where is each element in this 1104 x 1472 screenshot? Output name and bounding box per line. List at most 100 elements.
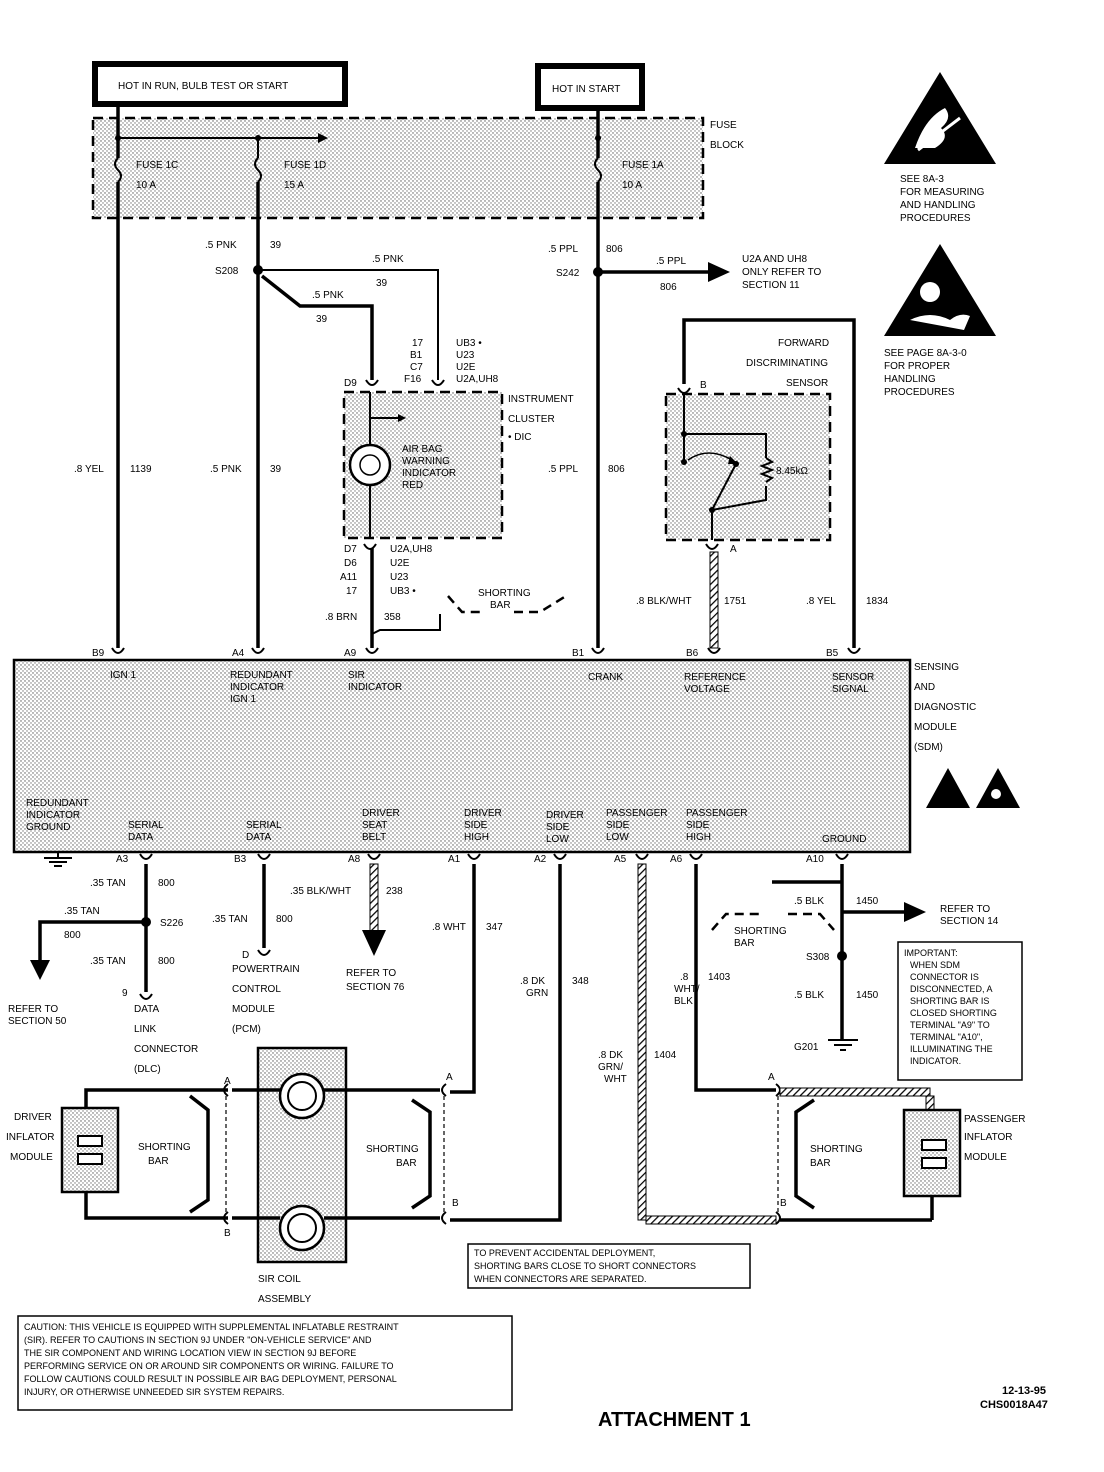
svg-text:358: 358 [384,612,401,623]
airbag-indicator-lamp-icon [348,443,392,487]
svg-text:GRN/: GRN/ [598,1062,623,1073]
svg-text:.5 PNK: .5 PNK [205,240,237,251]
svg-text:.5 PPL: .5 PPL [548,464,578,475]
svg-text:D9: D9 [344,378,357,389]
svg-text:PASSENGER: PASSENGER [964,1114,1026,1125]
instrument-cluster: AIR BAG WARNING INDICATOR RED [342,379,504,540]
svg-text:BLK: BLK [674,996,693,1007]
diagram-date: 12-13-95 [1002,1385,1046,1397]
svg-text:DATA: DATA [134,1004,160,1015]
svg-text:ONLY REFER TO: ONLY REFER TO [742,267,822,278]
svg-text:INSTRUMENT: INSTRUMENT [508,394,574,405]
svg-text:FORWARD: FORWARD [778,338,829,349]
svg-text:TERMINAL "A10",: TERMINAL "A10", [910,1032,983,1042]
airbag-warning-icon [884,244,996,336]
svg-text:HIGH: HIGH [686,832,711,843]
svg-text:8.45kΩ: 8.45kΩ [776,466,808,477]
svg-text:GROUND: GROUND [822,834,866,845]
svg-text:17: 17 [346,586,358,597]
sdm-bottom-connectors [139,853,849,860]
svg-text:INDICATOR: INDICATOR [402,468,456,479]
svg-text:SIDE: SIDE [686,820,710,831]
svg-text:U23: U23 [390,572,409,583]
svg-text:A5: A5 [614,854,627,865]
svg-text:PASSENGER: PASSENGER [686,808,748,819]
svg-text:LOW: LOW [606,832,629,843]
svg-text:GROUND: GROUND [26,822,70,833]
svg-text:CONTROL: CONTROL [232,984,281,995]
svg-text:TERMINAL "A9" TO: TERMINAL "A9" TO [910,1020,990,1030]
svg-text:SENSOR: SENSOR [786,378,828,389]
svg-text:C7: C7 [410,362,423,373]
svg-text:WHEN CONNECTORS ARE SEPARATED.: WHEN CONNECTORS ARE SEPARATED. [474,1274,647,1284]
svg-text:A: A [768,1072,775,1083]
svg-text:DISCONNECTED, A: DISCONNECTED, A [910,984,993,994]
svg-text:.35 BLK/WHT: .35 BLK/WHT [290,886,351,897]
svg-text:.35 TAN: .35 TAN [90,956,126,967]
svg-text:A: A [446,1072,453,1083]
esd-warning-small-icon [926,768,1020,808]
svg-text:A2: A2 [534,854,547,865]
fuse-1d-amp: 15 A [284,180,304,191]
svg-text:S208: S208 [215,266,239,277]
svg-text:THE SIR COMPONENT AND WIRING L: THE SIR COMPONENT AND WIRING LOCATION VI… [24,1348,356,1358]
svg-text:DRIVER: DRIVER [546,810,584,821]
svg-text:B3: B3 [234,854,247,865]
svg-text:REFER TO: REFER TO [346,968,396,979]
svg-text:MODULE: MODULE [232,1004,275,1015]
svg-text:348: 348 [572,976,589,987]
svg-text:REFERENCE: REFERENCE [684,672,746,683]
wire-238 [369,863,379,933]
svg-text:REDUNDANT: REDUNDANT [230,670,293,681]
ground-icon-g201 [828,1039,858,1051]
svg-text:SENSOR: SENSOR [832,672,874,683]
svg-text:.5 PPL: .5 PPL [548,244,578,255]
svg-text:238: 238 [386,886,403,897]
svg-text:SECTION 50: SECTION 50 [8,1016,67,1027]
svg-text:LINK: LINK [134,1024,157,1035]
svg-text:PASSENGER: PASSENGER [606,808,668,819]
svg-text:39: 39 [270,240,282,251]
svg-text:IGN 1: IGN 1 [230,694,257,705]
svg-text:(PCM): (PCM) [232,1024,261,1035]
svg-text:.8: .8 [680,972,689,983]
svg-text:.8 BRN: .8 BRN [325,612,357,623]
svg-text:A8: A8 [348,854,361,865]
svg-text:G201: G201 [794,1042,819,1053]
svg-text:S308: S308 [806,952,830,963]
fuse-block-label-1: FUSE [710,120,737,131]
svg-text:B6: B6 [686,648,699,659]
svg-text:FOR PROPER: FOR PROPER [884,361,950,372]
svg-text:BAR: BAR [490,600,511,611]
svg-text:A6: A6 [670,854,683,865]
fuse-1a-amp: 10 A [622,180,642,191]
svg-text:INDICATOR: INDICATOR [348,682,402,693]
svg-text:MODULE: MODULE [914,722,957,733]
svg-text:800: 800 [158,956,175,967]
svg-text:B1: B1 [410,350,423,361]
svg-text:D: D [242,950,249,961]
svg-text:BAR: BAR [396,1158,417,1169]
wire-1751 [709,551,719,649]
important-note: IMPORTANT: WHEN SDM CONNECTOR IS DISCONN… [897,941,1023,1081]
svg-text:.5 BLK: .5 BLK [794,990,824,1001]
svg-text:WHT: WHT [604,1074,627,1085]
svg-text:UB3 •: UB3 • [456,338,482,349]
svg-text:LOW: LOW [546,834,569,845]
ground-icon-sdm [44,852,72,867]
svg-text:S242: S242 [556,268,580,279]
svg-text:INFLATOR: INFLATOR [6,1132,55,1143]
svg-text:SHORTING: SHORTING [734,926,787,937]
svg-text:AIR BAG: AIR BAG [402,444,443,455]
passenger-inflator-module [902,1108,962,1198]
svg-text:.8 YEL: .8 YEL [74,464,104,475]
svg-text:800: 800 [64,930,81,941]
svg-text:S226: S226 [160,918,184,929]
svg-text:B5: B5 [826,648,839,659]
svg-text:B9: B9 [92,648,105,659]
wire-39-to-instrument-b [258,269,439,380]
wire-347 [450,864,476,1094]
svg-text:VOLTAGE: VOLTAGE [684,684,730,695]
svg-text:.8 WHT: .8 WHT [432,922,466,933]
svg-text:A4: A4 [232,648,245,659]
